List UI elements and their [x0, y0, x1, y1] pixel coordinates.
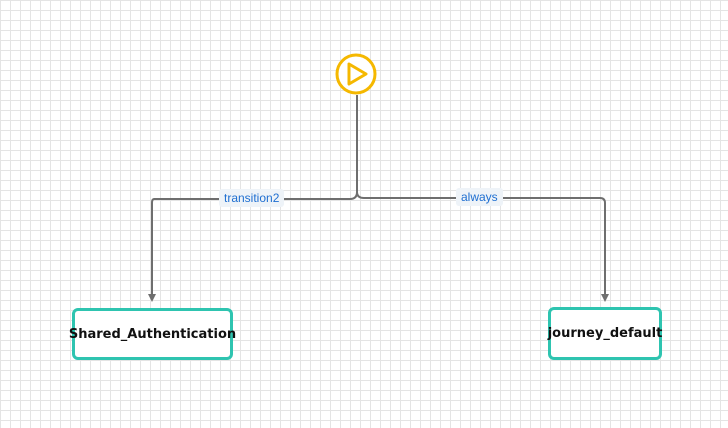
edge-label-always[interactable]: always [456, 188, 503, 206]
play-icon [335, 53, 377, 95]
start-node[interactable] [335, 53, 377, 95]
node-label: Shared_Authentication [68, 326, 237, 342]
node-journey-default[interactable]: journey_default [548, 307, 662, 360]
edge-transition2-arrowhead [148, 294, 156, 302]
node-label: journey_default [547, 326, 663, 341]
edge-always [356, 191, 606, 296]
edge-always-arrowhead [601, 294, 609, 302]
edge-label-transition2[interactable]: transition2 [219, 189, 285, 207]
node-shared-authentication[interactable]: Shared_Authentication [68, 308, 237, 360]
